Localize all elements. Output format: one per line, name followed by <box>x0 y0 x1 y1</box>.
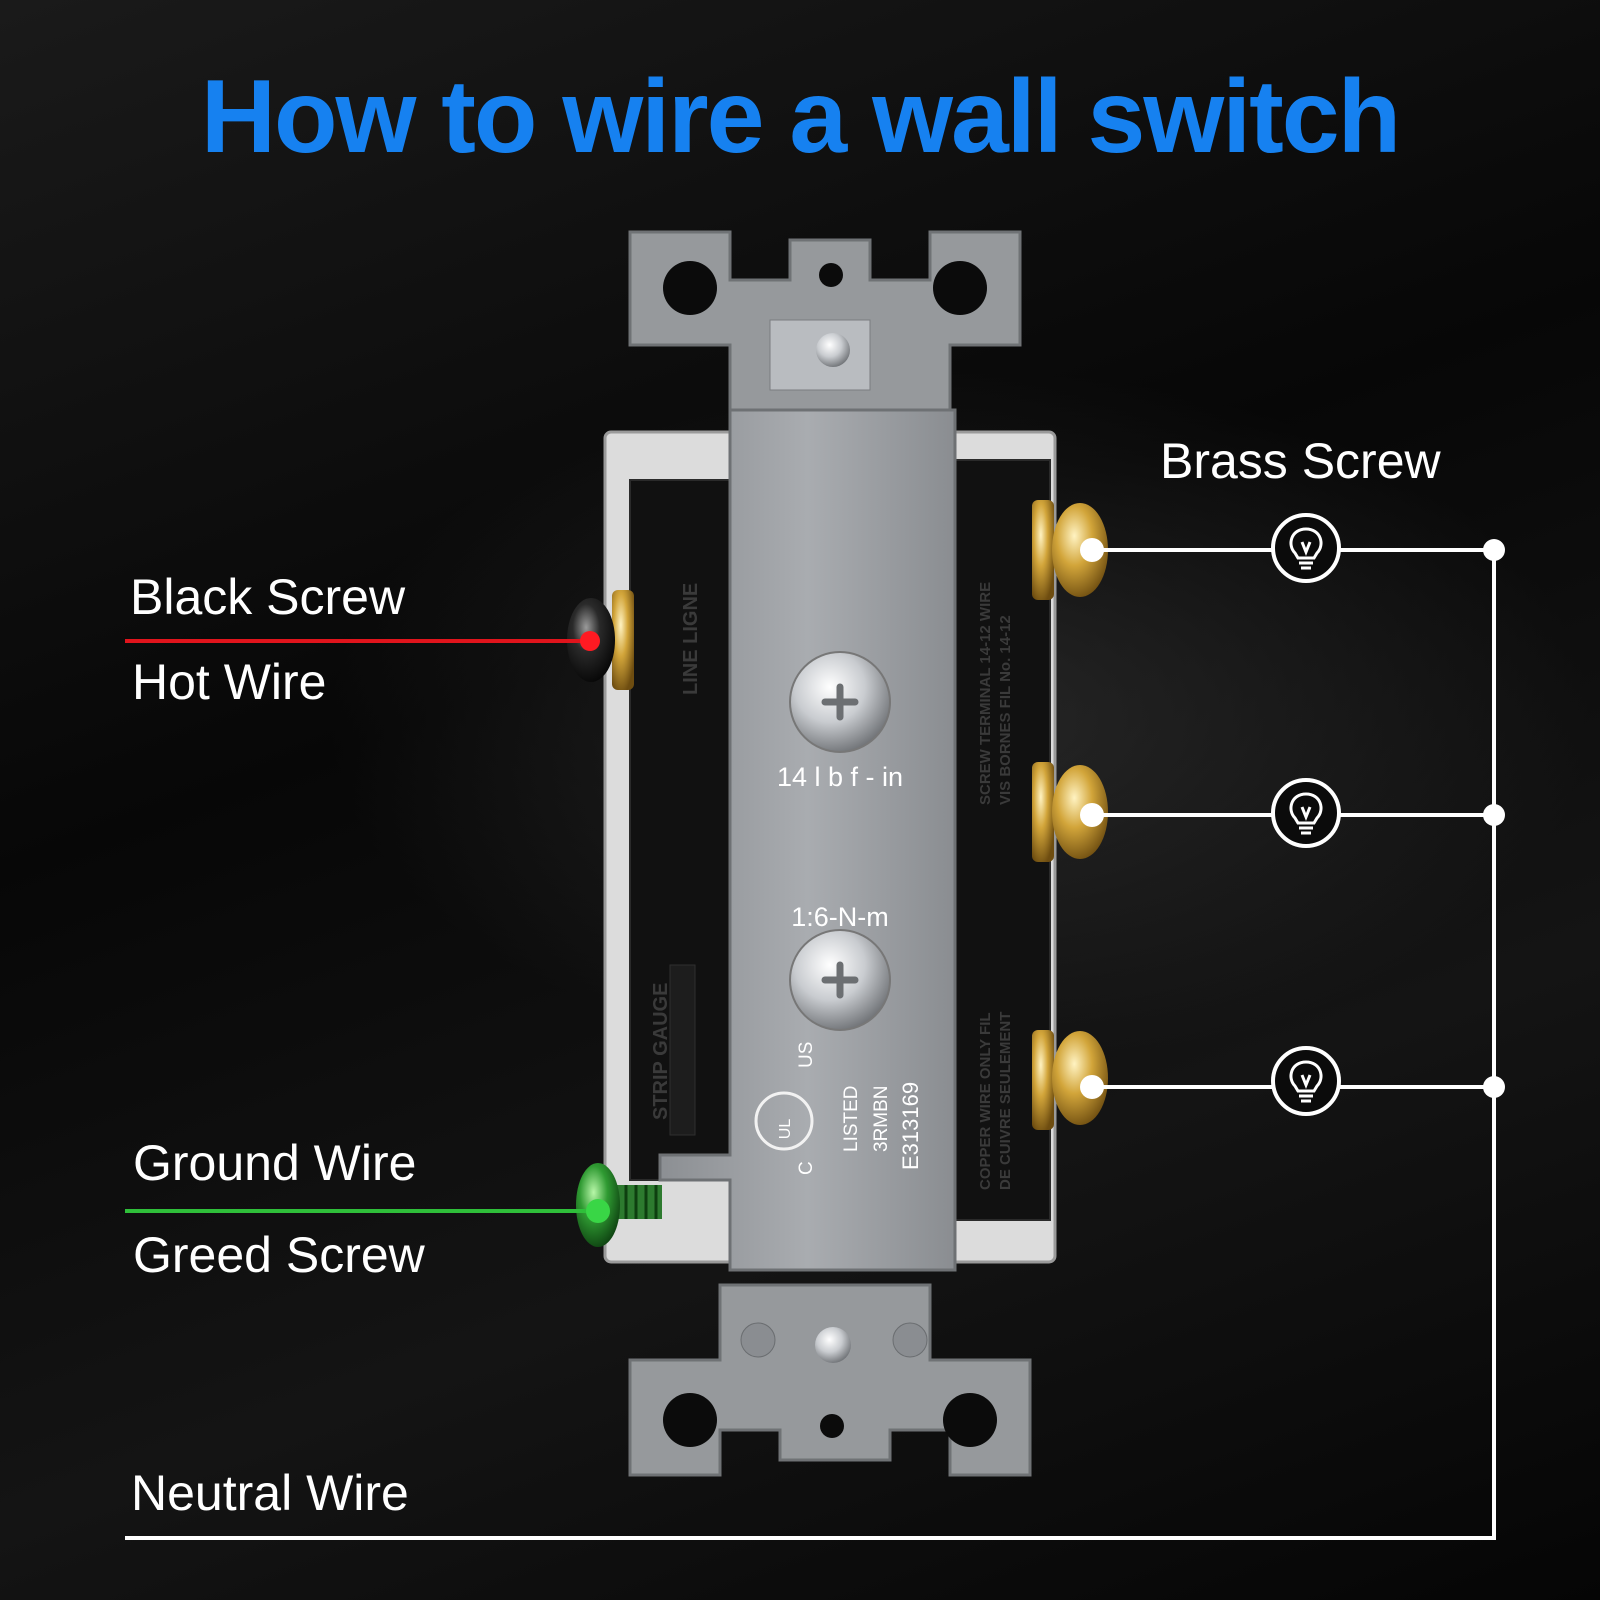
neutral-wire-label: Neutral Wire <box>131 1465 409 1521</box>
page-title: How to wire a wall switch <box>200 59 1401 175</box>
mounting-screw-bottom <box>815 1327 851 1363</box>
greed-screw-label: Greed Screw <box>133 1227 425 1283</box>
brass-screw-label: Brass Screw <box>1160 433 1441 489</box>
line-text: LINE LIGNE <box>680 583 702 695</box>
strip-gauge-text: STRIP GAUGE <box>650 983 672 1120</box>
ground-wire-label: Ground Wire <box>133 1135 417 1191</box>
lightbulb-icon <box>1271 513 1341 583</box>
torque-metric-text: 1:6-N-m <box>791 902 889 932</box>
hot-wire-label: Hot Wire <box>132 654 327 710</box>
top-mounting-yoke <box>628 230 1022 417</box>
copper-text-2: DE CUIVRE SEULEMENT <box>997 1012 1014 1190</box>
ul-c-text: C <box>796 1161 817 1175</box>
ul-logo-text: UL <box>777 1119 794 1140</box>
ul-logo-icon <box>754 1091 814 1151</box>
ul-us-text: US <box>796 1042 817 1068</box>
black-screw-label: Black Screw <box>130 569 406 625</box>
hot-wire-dot <box>580 631 600 651</box>
mounting-screw-top <box>816 333 850 367</box>
terminal-dot <box>1080 538 1104 562</box>
ground-wire-dot <box>586 1199 610 1223</box>
brass-screw-bottom <box>1032 1030 1108 1130</box>
terminal-text-2: VIS BORNES FIL No. 14-12 <box>997 615 1014 805</box>
terminal-text-1: SCREW TERMINAL 14-12 WIRE <box>977 582 994 805</box>
bottom-mounting-yoke <box>628 1283 1032 1477</box>
terminal-dot <box>1080 1075 1104 1099</box>
torque-imperial-text: 14 l b f - in <box>777 762 903 792</box>
code-text: 3RMBN <box>871 1085 892 1152</box>
junction-dot <box>1483 539 1505 561</box>
switch-body <box>603 408 1057 1272</box>
listed-text: LISTED <box>841 1085 862 1152</box>
file-number-text: E313169 <box>898 1082 923 1170</box>
lightbulb-icon <box>1271 778 1341 848</box>
junction-dot <box>1483 804 1505 826</box>
copper-text-1: COPPER WIRE ONLY FIL <box>977 1012 994 1190</box>
terminal-dot <box>1080 803 1104 827</box>
junction-dot <box>1483 1076 1505 1098</box>
brass-screw-middle <box>1032 762 1108 862</box>
lightbulb-icon <box>1271 1046 1341 1116</box>
